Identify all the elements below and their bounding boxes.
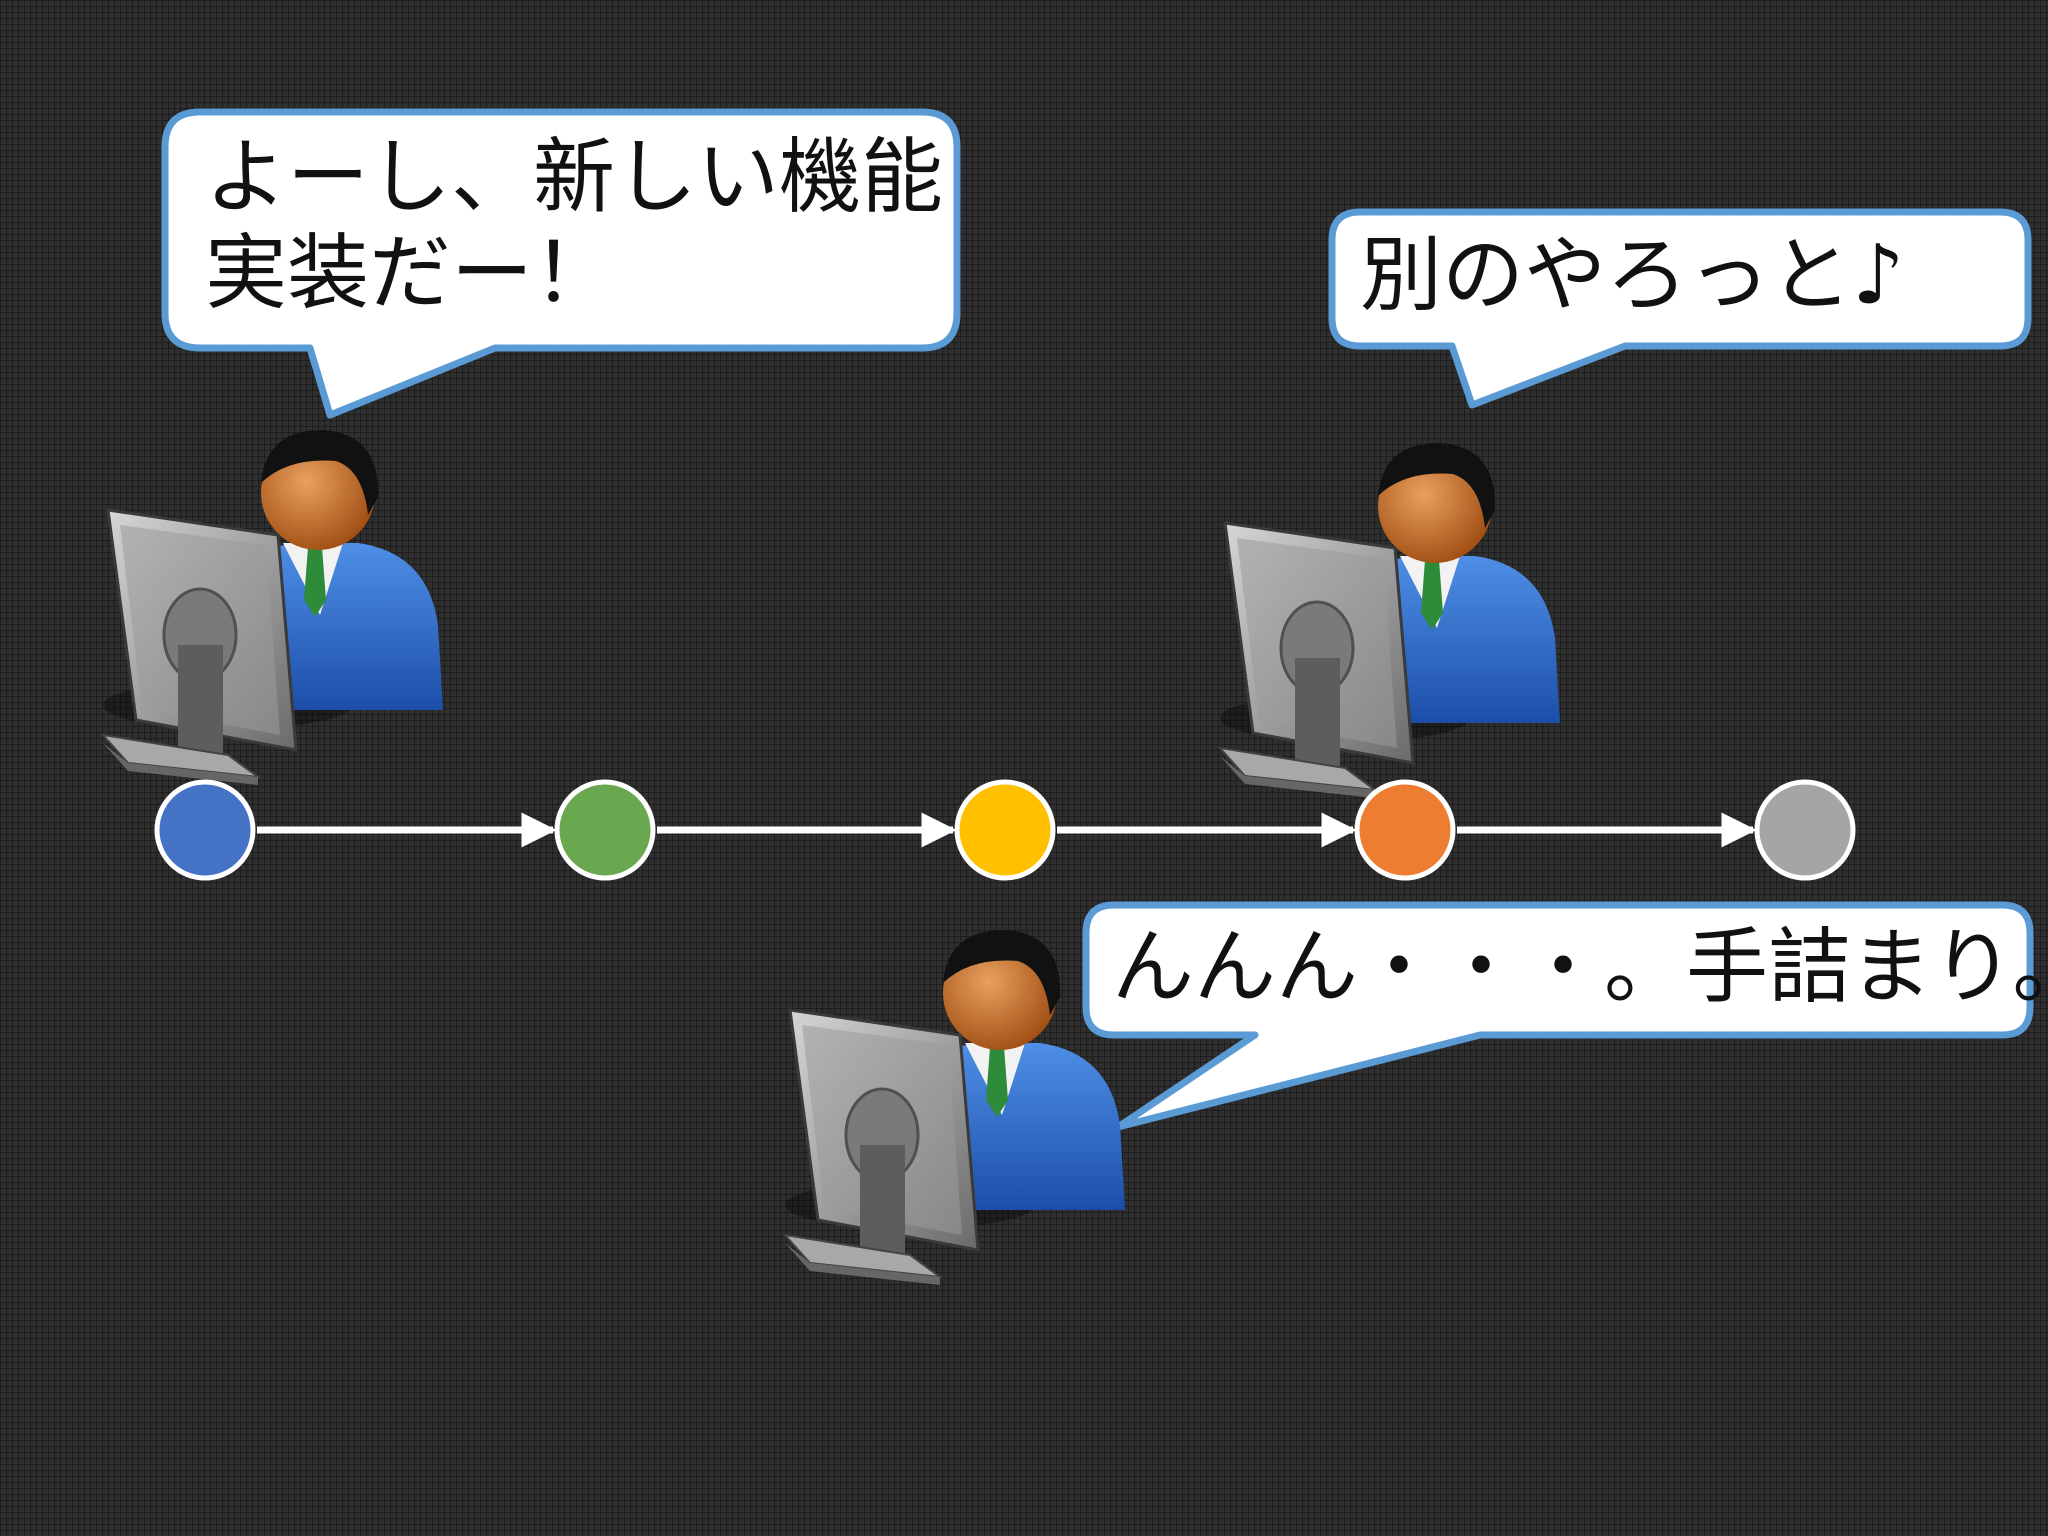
speech-bubble-2-text: 別のやろっと♪	[1360, 228, 1905, 323]
speech-bubble-3-text: んんん・・・。手詰まり。	[1112, 920, 2048, 1015]
developer-at-computer-icon	[1218, 441, 1562, 800]
commit-node	[954, 779, 1056, 881]
speech-bubble-1-text: よーし、新しい機能 実装だー！	[205, 130, 944, 321]
commit-node	[1754, 779, 1856, 881]
commit-node	[1354, 779, 1456, 881]
speech-bubble-2	[1328, 208, 2032, 409]
speech-bubble-1	[161, 108, 961, 419]
commit-node	[554, 779, 656, 881]
commit-node	[154, 779, 256, 881]
commit-nodes	[154, 779, 1856, 881]
speech-bubble-3	[1082, 901, 2034, 1131]
developer-at-computer-icon	[101, 428, 445, 787]
developer-at-computer-icon	[783, 928, 1127, 1287]
